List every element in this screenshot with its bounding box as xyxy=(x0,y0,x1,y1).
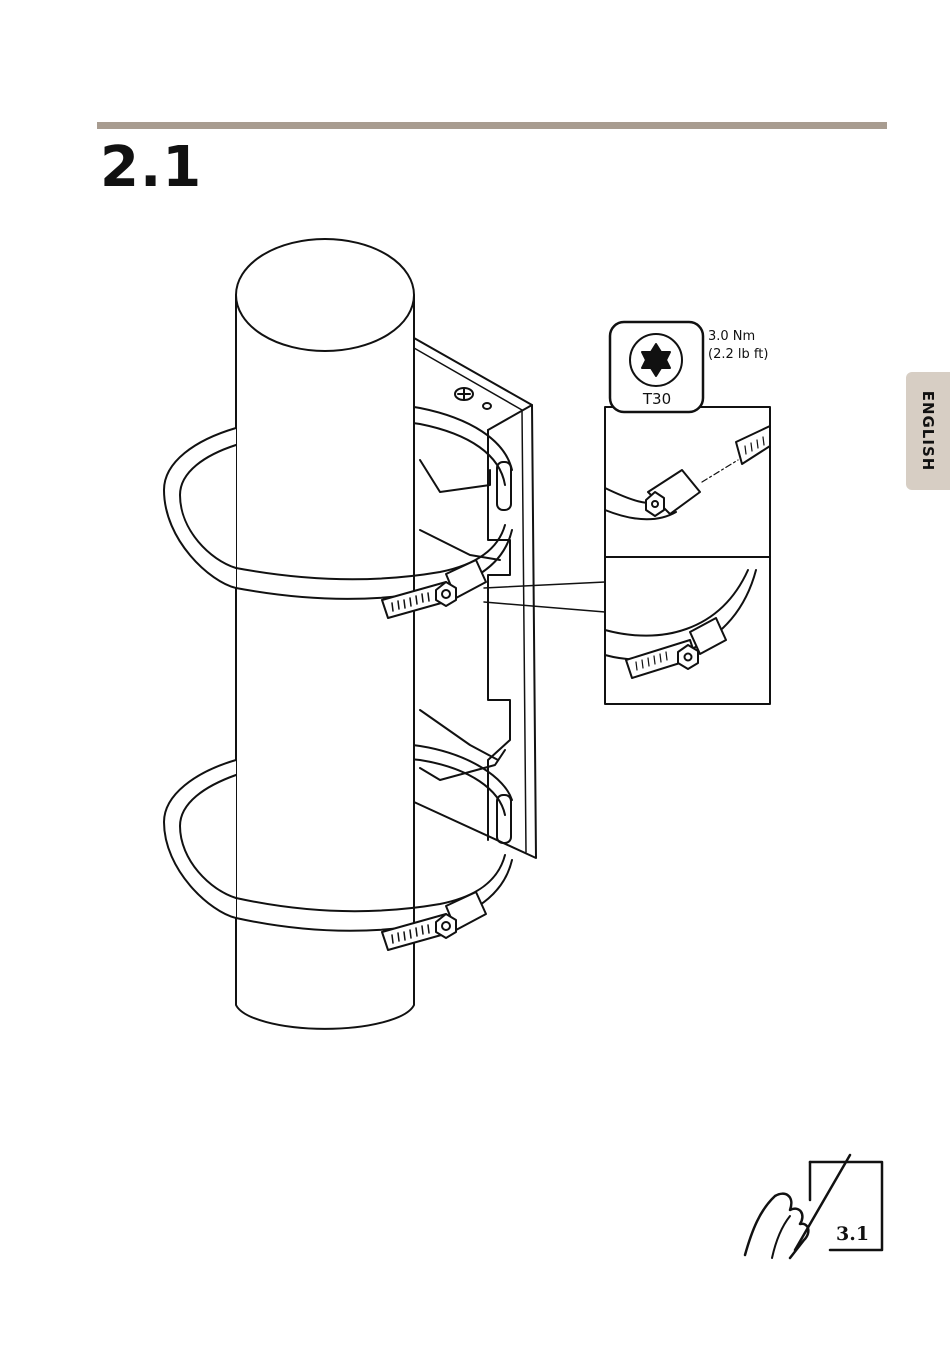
torque-imperial: (2.2 lb ft) xyxy=(708,346,768,364)
torque-spec: 3.0 Nm (2.2 lb ft) xyxy=(708,328,768,364)
torque-metric: 3.0 Nm xyxy=(708,328,768,346)
tool-label: T30 xyxy=(612,390,702,408)
detail-box-top xyxy=(605,407,770,557)
detail-box-bottom xyxy=(605,557,770,704)
next-step-reference[interactable]: 3.1 xyxy=(836,1223,869,1245)
